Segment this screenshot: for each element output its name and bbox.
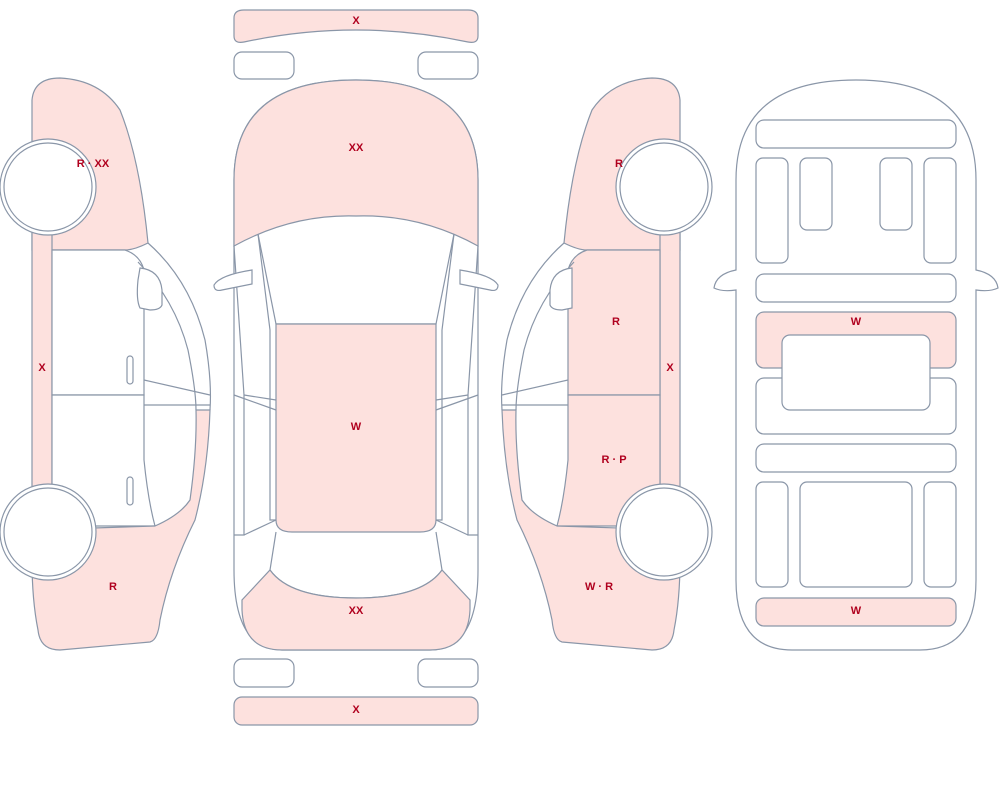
label-left-sill: X [38, 362, 46, 374]
right-mirror[interactable] [549, 267, 573, 311]
interior-row-top[interactable] [755, 273, 957, 303]
label-right-front-fender: R [615, 158, 623, 170]
front-bumper[interactable] [233, 696, 479, 726]
rear-left-seat[interactable] [755, 481, 789, 588]
left-front-wheel[interactable] [3, 142, 93, 232]
trunk[interactable] [241, 569, 471, 651]
left-front-door-handle[interactable] [126, 355, 134, 385]
label-hood: XX [349, 142, 364, 154]
interior-row-bottom[interactable] [755, 597, 957, 627]
roof[interactable] [275, 323, 437, 533]
left-rear-quarter[interactable] [31, 409, 211, 651]
front-left-light[interactable] [233, 658, 295, 688]
left-front-door[interactable] [51, 249, 145, 396]
label-right-front-door: R [612, 316, 620, 328]
rear-right-seat[interactable] [923, 481, 957, 588]
left-rear-door-handle[interactable] [126, 476, 134, 506]
left-side-view: R · XX X R [0, 77, 212, 651]
label-rear-bumper: X [352, 15, 360, 27]
rear-right-light[interactable] [417, 51, 479, 80]
right-side-window-frame [500, 242, 565, 411]
label-right-rear-quarter: W · R [585, 581, 613, 593]
label-trunk: XX [349, 605, 364, 617]
interior-view: W W [713, 79, 999, 651]
label-roof: W [351, 421, 362, 433]
rear-bumper[interactable] [233, 9, 479, 43]
rear-center-seat[interactable] [799, 481, 913, 588]
label-interior-row-bottom: W [851, 605, 862, 617]
front-right-seat-back[interactable] [879, 157, 913, 231]
top-view: X XX W XX X [213, 9, 499, 726]
label-right-rear-door: R · P [601, 454, 626, 466]
right-side-view: R R X R · P W · R [500, 77, 713, 651]
front-right-seat[interactable] [923, 157, 957, 264]
right-front-wheel[interactable] [619, 142, 709, 232]
right-rear-quarter[interactable] [501, 409, 681, 651]
top-right-mirror[interactable] [459, 269, 499, 292]
right-rear-wheel[interactable] [619, 487, 709, 577]
left-rear-wheel[interactable] [3, 487, 93, 577]
hood[interactable] [233, 79, 479, 248]
label-front-bumper: X [352, 704, 360, 716]
interior-row-rear-top[interactable] [755, 443, 957, 473]
dashboard[interactable] [755, 119, 957, 149]
top-left-mirror[interactable] [213, 269, 253, 292]
front-left-seat[interactable] [755, 157, 789, 264]
label-left-rear-quarter: R [109, 581, 117, 593]
right-front-door[interactable] [567, 249, 661, 396]
label-left-front-fender: R · XX [77, 158, 110, 170]
front-right-light[interactable] [417, 658, 479, 688]
left-mirror[interactable] [136, 267, 163, 311]
front-left-seat-back[interactable] [799, 157, 833, 231]
label-right-sill: X [666, 362, 674, 374]
label-interior-row-middle: W [851, 316, 862, 328]
center-console[interactable] [781, 334, 931, 411]
rear-left-light[interactable] [233, 51, 295, 80]
left-side-window-frame [147, 242, 212, 411]
